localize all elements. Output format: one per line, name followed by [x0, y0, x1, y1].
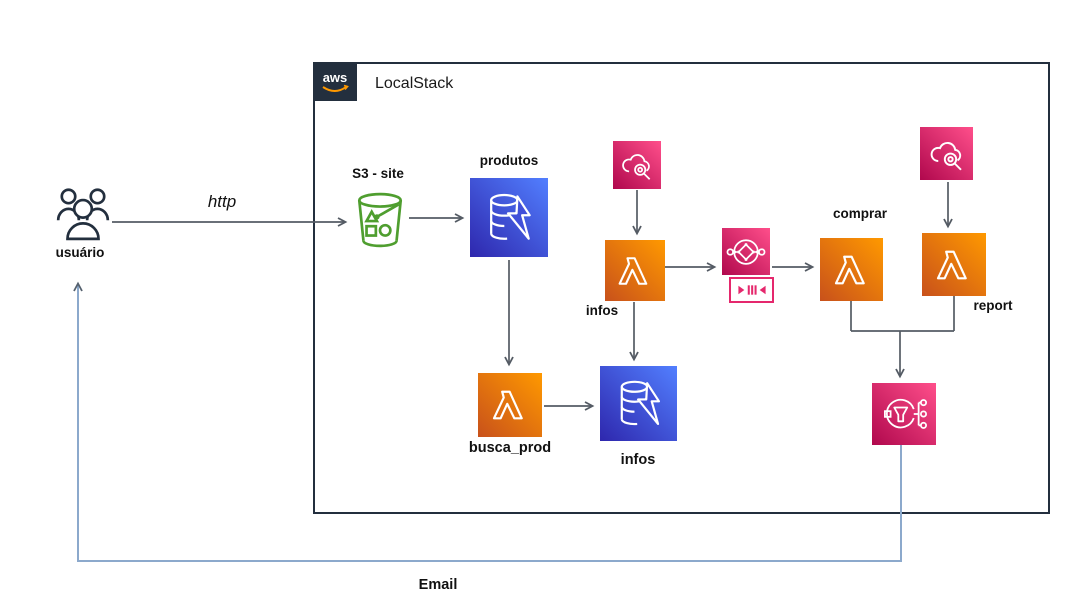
cloudwatch-icon	[930, 141, 962, 170]
scheduler-report-node	[920, 127, 973, 180]
edge-sns-email-to-user	[73, 281, 902, 562]
sns-icon	[884, 398, 927, 429]
queue-icon	[737, 285, 766, 295]
lambda-icon	[834, 255, 865, 284]
user-label: usuário	[55, 245, 105, 260]
sqs-queue-node	[729, 277, 774, 303]
s3-node	[353, 191, 407, 249]
users-icon	[56, 188, 110, 241]
sns-node	[872, 383, 936, 445]
dynamodb-icon	[490, 193, 531, 240]
infos-db-label: infos	[620, 452, 656, 468]
report-label: report	[973, 298, 1013, 313]
aws-logo-badge: aws	[313, 62, 357, 101]
lambda-busca-prod-node	[478, 373, 542, 437]
infos-db-node	[600, 366, 677, 441]
lambda-comprar-node	[820, 238, 883, 301]
dynamodb-icon	[620, 380, 660, 425]
scheduler-infos-node	[613, 141, 661, 189]
produtos-db-node	[470, 178, 548, 257]
user-node	[54, 183, 112, 243]
s3-label: S3 - site	[352, 166, 404, 181]
lambda-icon	[618, 256, 648, 285]
email-edge-label: Email	[418, 577, 458, 593]
lambda-report-node	[922, 233, 986, 296]
busca-prod-label: busca_prod	[468, 440, 552, 456]
aws-logo-icon: aws	[322, 70, 349, 92]
svg-text:aws: aws	[323, 70, 348, 85]
lambda-infos-label: infos	[585, 303, 619, 318]
sqs-icon	[726, 238, 766, 265]
comprar-label: comprar	[832, 206, 888, 221]
lambda-icon	[492, 390, 523, 420]
container-title: LocalStack	[375, 75, 454, 92]
localstack-container	[313, 62, 1050, 514]
lambda-icon	[936, 250, 967, 279]
produtos-label: produtos	[479, 153, 539, 168]
http-edge-label: http	[207, 192, 237, 211]
cloudwatch-icon	[622, 154, 651, 180]
s3-bucket-icon	[357, 192, 403, 248]
sqs-node	[722, 228, 770, 275]
lambda-infos-node	[605, 240, 665, 301]
